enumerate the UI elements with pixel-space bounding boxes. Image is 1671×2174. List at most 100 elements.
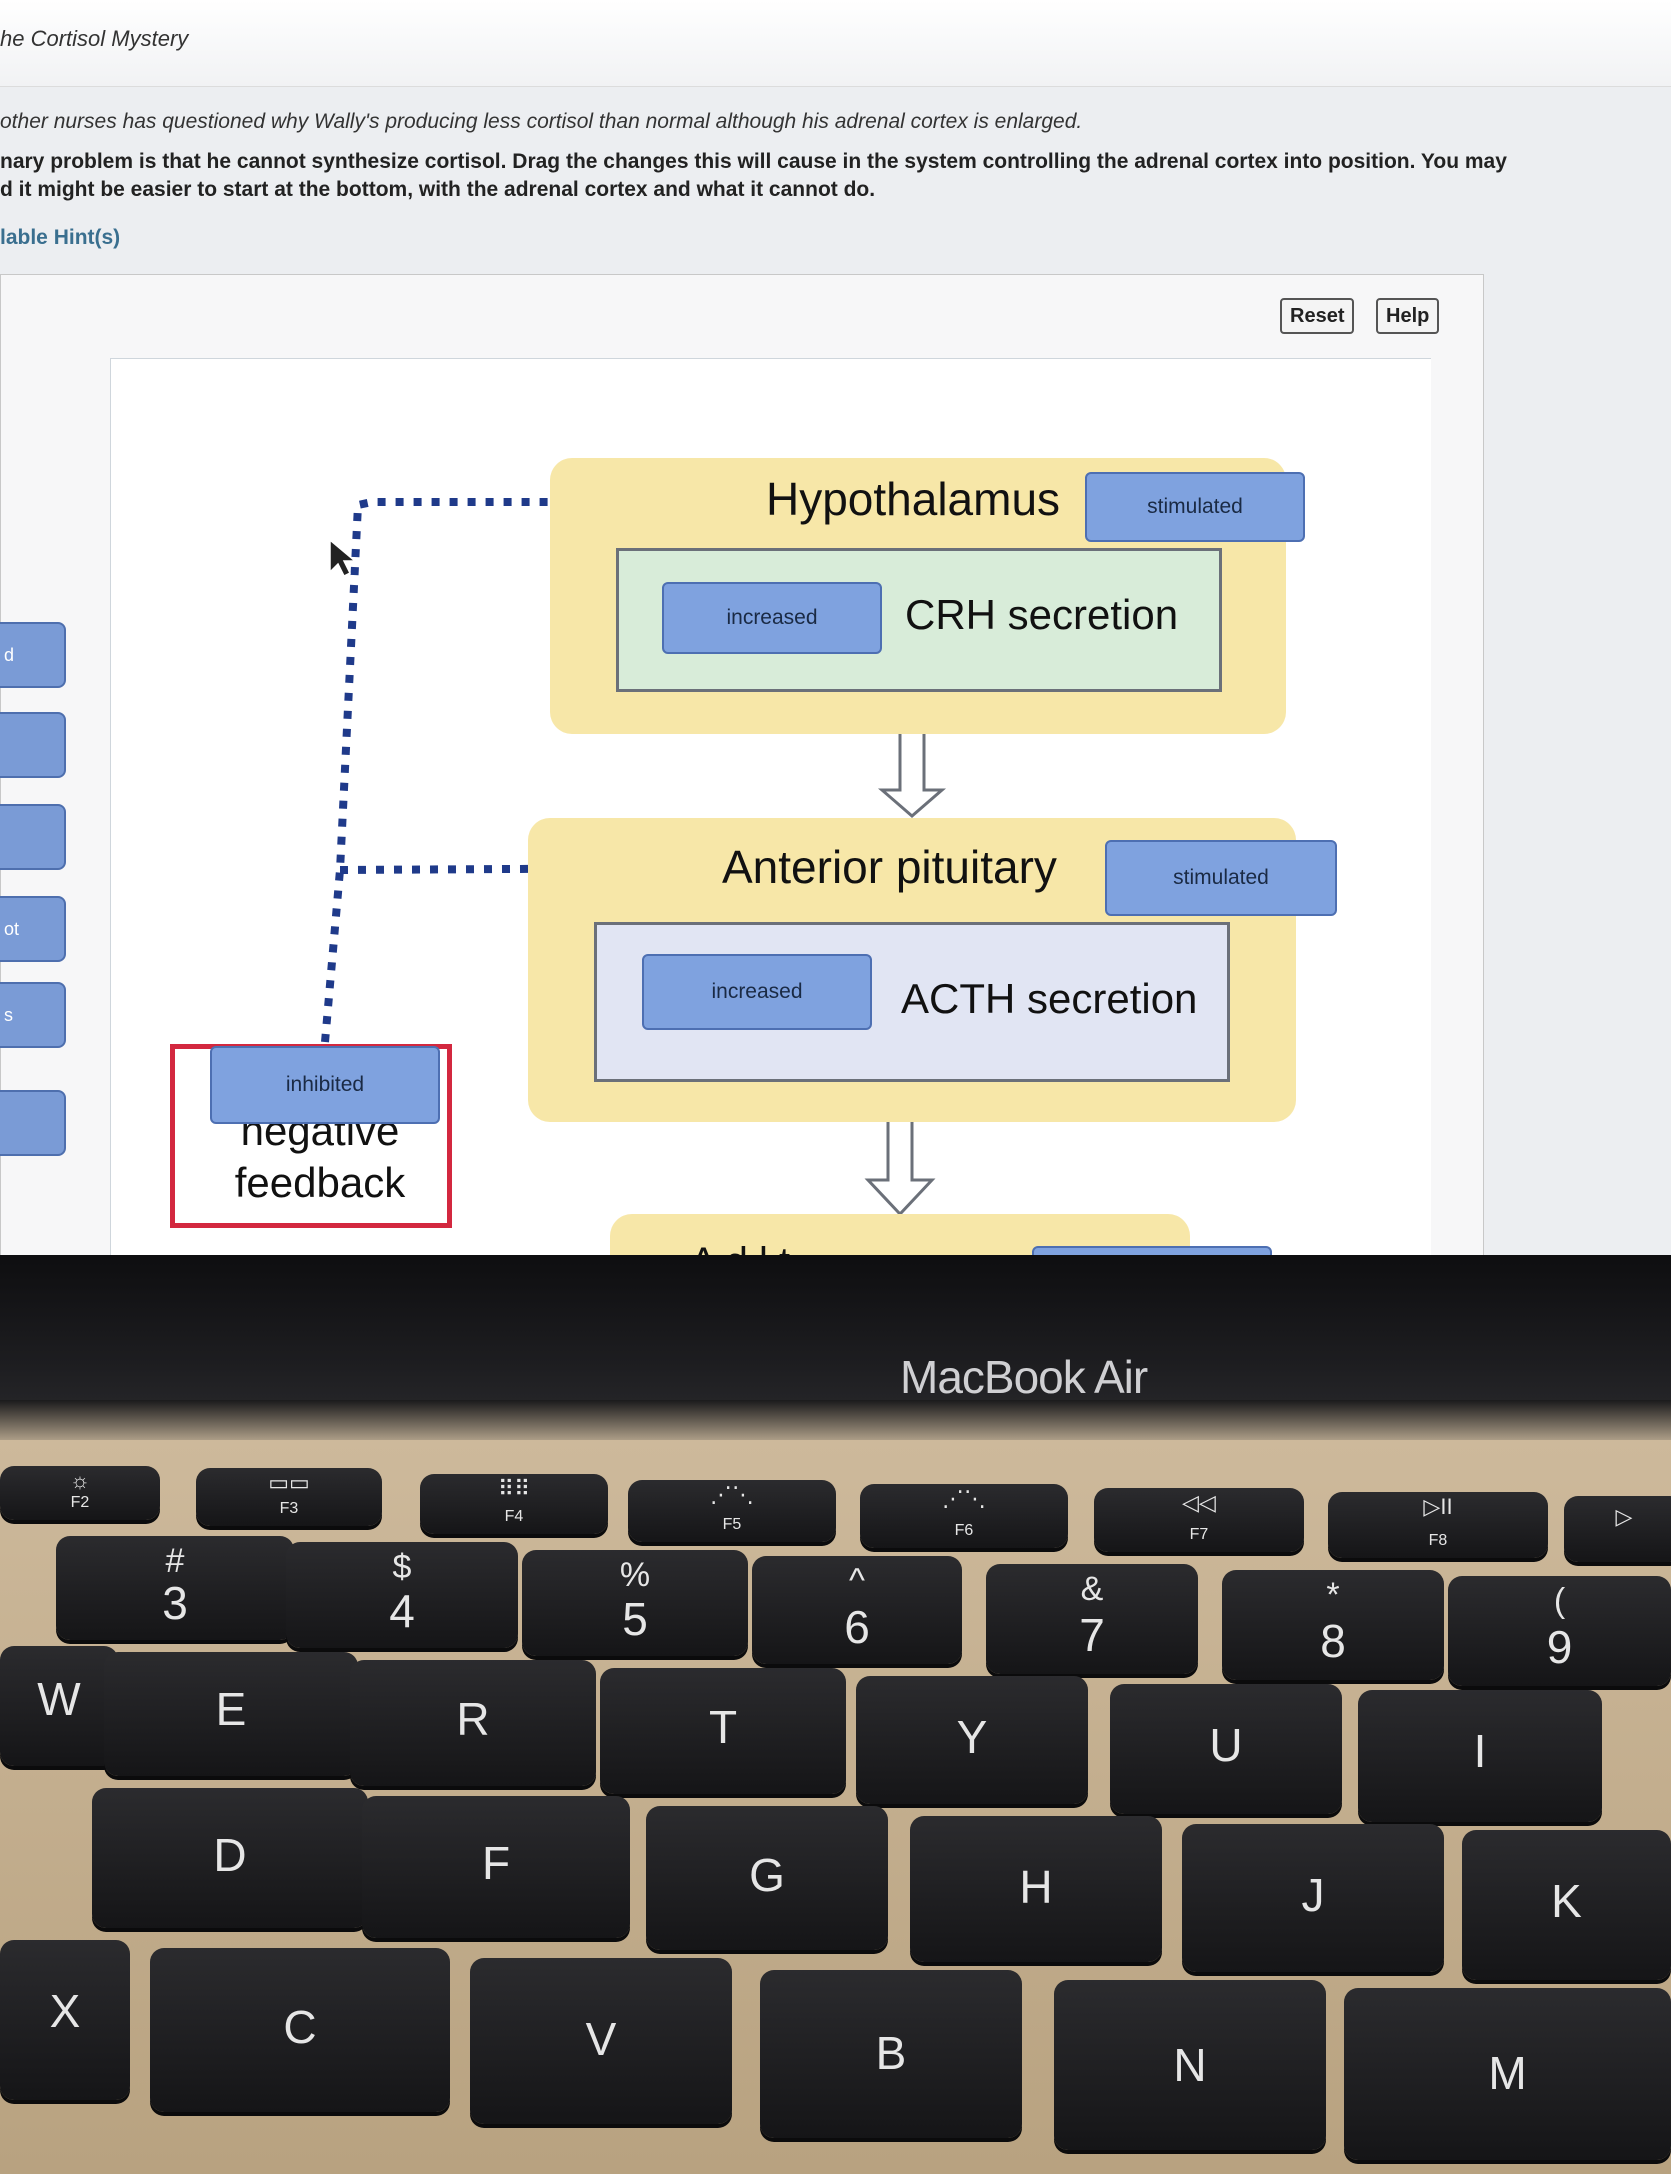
key-t-label: T xyxy=(708,1701,738,1753)
tray-label-2[interactable] xyxy=(0,712,66,778)
key-f4-label: F4 xyxy=(504,1508,524,1525)
key-f2[interactable]: ☼ F2 xyxy=(0,1466,160,1520)
feedback-state-chip[interactable]: inhibited xyxy=(210,1046,440,1124)
key-f7[interactable]: ◁◁ F7 xyxy=(1094,1488,1304,1552)
tray-label-3[interactable] xyxy=(0,804,66,870)
key-9-alt: ( xyxy=(1553,1582,1566,1620)
intro-text: other nurses has questioned why Wally's … xyxy=(0,110,1083,133)
key-8[interactable]: * 8 xyxy=(1222,1570,1444,1680)
key-6-alt: ^ xyxy=(849,1562,865,1600)
key-e-label: E xyxy=(215,1683,247,1735)
play-pause-icon: ▷II xyxy=(1423,1494,1453,1519)
launchpad-icon: ⠿⠿ xyxy=(497,1476,531,1501)
hypothalamus-state-chip[interactable]: stimulated xyxy=(1085,472,1305,542)
key-f5[interactable]: ⋰⋱ F5 xyxy=(628,1480,836,1542)
keyboard-dim-icon: ⋰⋱ xyxy=(710,1482,754,1507)
fast-forward-icon: ▷ xyxy=(1615,1504,1633,1529)
key-j[interactable]: J xyxy=(1182,1824,1444,1972)
key-7[interactable]: & 7 xyxy=(986,1564,1198,1674)
key-e[interactable]: E xyxy=(104,1652,358,1776)
feedback-dotted-path xyxy=(321,498,730,1043)
key-h[interactable]: H xyxy=(910,1816,1162,1962)
key-3[interactable]: # 3 xyxy=(56,1536,294,1640)
key-5[interactable]: % 5 xyxy=(522,1550,748,1656)
key-m-label: M xyxy=(1488,2047,1527,2099)
help-button[interactable]: Help xyxy=(1376,298,1440,334)
key-7-label: 7 xyxy=(1079,1609,1105,1661)
key-f8-label: F8 xyxy=(1428,1532,1448,1549)
key-f6-label: F6 xyxy=(954,1522,974,1539)
acth-state-chip[interactable]: increased xyxy=(642,954,872,1030)
key-f8[interactable]: ▷II F8 xyxy=(1328,1492,1548,1558)
key-w-label: W xyxy=(37,1673,81,1725)
key-r[interactable]: R xyxy=(350,1660,596,1786)
key-9-label: 9 xyxy=(1546,1621,1573,1673)
reset-button[interactable]: Reset xyxy=(1280,298,1355,334)
key-f2-label: F2 xyxy=(70,1494,90,1511)
key-n[interactable]: N xyxy=(1054,1980,1326,2150)
key-m[interactable]: M xyxy=(1344,1988,1671,2160)
title-bar xyxy=(0,0,1671,87)
key-x[interactable]: X xyxy=(0,1940,130,2100)
key-g[interactable]: G xyxy=(646,1806,888,1950)
key-3-label: 3 xyxy=(162,1577,188,1629)
instructions-line-2: d it might be easier to start at the bot… xyxy=(0,178,876,201)
key-v-label: V xyxy=(585,2013,617,2065)
key-w[interactable]: W xyxy=(0,1646,118,1766)
mission-control-icon: ▭▭ xyxy=(268,1470,310,1495)
crh-state-chip[interactable]: increased xyxy=(662,582,882,654)
key-4-alt: $ xyxy=(392,1548,412,1586)
key-u[interactable]: U xyxy=(1110,1684,1342,1814)
key-k-label: K xyxy=(1551,1875,1582,1927)
key-k[interactable]: K xyxy=(1462,1830,1671,1980)
key-f5-label: F5 xyxy=(722,1516,742,1533)
crh-secretion-label: CRH secretion xyxy=(905,591,1179,638)
key-7-alt: & xyxy=(1080,1570,1104,1608)
key-y[interactable]: Y xyxy=(856,1676,1088,1804)
hints-link[interactable]: lable Hint(s) xyxy=(0,226,121,249)
key-9[interactable]: ( 9 xyxy=(1448,1576,1671,1686)
key-f3[interactable]: ▭▭ F3 xyxy=(196,1468,382,1526)
hypothalamus-label: Hypothalamus xyxy=(766,473,1061,525)
key-f[interactable]: F xyxy=(362,1796,630,1938)
key-b-label: B xyxy=(875,2027,907,2079)
keyboard-bright-icon: ⋰⋱ xyxy=(942,1486,986,1511)
key-5-alt: % xyxy=(619,1556,651,1594)
key-v[interactable]: V xyxy=(470,1958,732,2124)
pituitary-label: Anterior pituitary xyxy=(722,841,1057,893)
device-brand: MacBook Air xyxy=(900,1351,1148,1403)
key-r-label: R xyxy=(456,1693,490,1745)
key-b[interactable]: B xyxy=(760,1970,1022,2138)
key-i[interactable]: I xyxy=(1358,1690,1602,1822)
key-f7-label: F7 xyxy=(1189,1526,1209,1543)
keyboard: ☼ F2 ▭▭ F3 ⠿⠿ F4 ⋰⋱ F5 ⋰⋱ F6 ◁◁ F7 ▷II F… xyxy=(0,1440,1671,2174)
tray-label-4[interactable]: ot xyxy=(0,896,66,962)
feedback-line-2: feedback xyxy=(234,1159,406,1206)
tray-label-1[interactable]: d xyxy=(0,622,66,688)
key-4[interactable]: $ 4 xyxy=(286,1542,518,1648)
key-f6[interactable]: ⋰⋱ F6 xyxy=(860,1484,1068,1548)
key-f4[interactable]: ⠿⠿ F4 xyxy=(420,1474,608,1534)
tray-label-6[interactable] xyxy=(0,1090,66,1156)
key-u-label: U xyxy=(1209,1719,1243,1771)
tray-label-5[interactable]: s xyxy=(0,982,66,1048)
page-title: he Cortisol Mystery xyxy=(0,26,189,51)
key-h-label: H xyxy=(1019,1861,1053,1913)
key-5-label: 5 xyxy=(622,1593,648,1645)
key-g-label: G xyxy=(749,1849,785,1901)
key-f3-label: F3 xyxy=(279,1500,299,1517)
key-j-label: J xyxy=(1301,1869,1325,1921)
key-t[interactable]: T xyxy=(600,1668,846,1794)
key-d[interactable]: D xyxy=(92,1788,368,1928)
key-c-label: C xyxy=(283,2001,317,2053)
rewind-icon: ◁◁ xyxy=(1182,1490,1216,1515)
cursor-icon xyxy=(329,538,358,578)
key-8-label: 8 xyxy=(1320,1615,1346,1667)
key-6[interactable]: ^ 6 xyxy=(752,1556,962,1664)
key-f-label: F xyxy=(481,1837,511,1889)
key-4-label: 4 xyxy=(389,1585,415,1637)
key-f9[interactable]: ▷ xyxy=(1564,1496,1671,1562)
key-8-alt: * xyxy=(1326,1576,1340,1614)
key-c[interactable]: C xyxy=(150,1948,450,2112)
pituitary-state-chip[interactable]: stimulated xyxy=(1105,840,1337,916)
